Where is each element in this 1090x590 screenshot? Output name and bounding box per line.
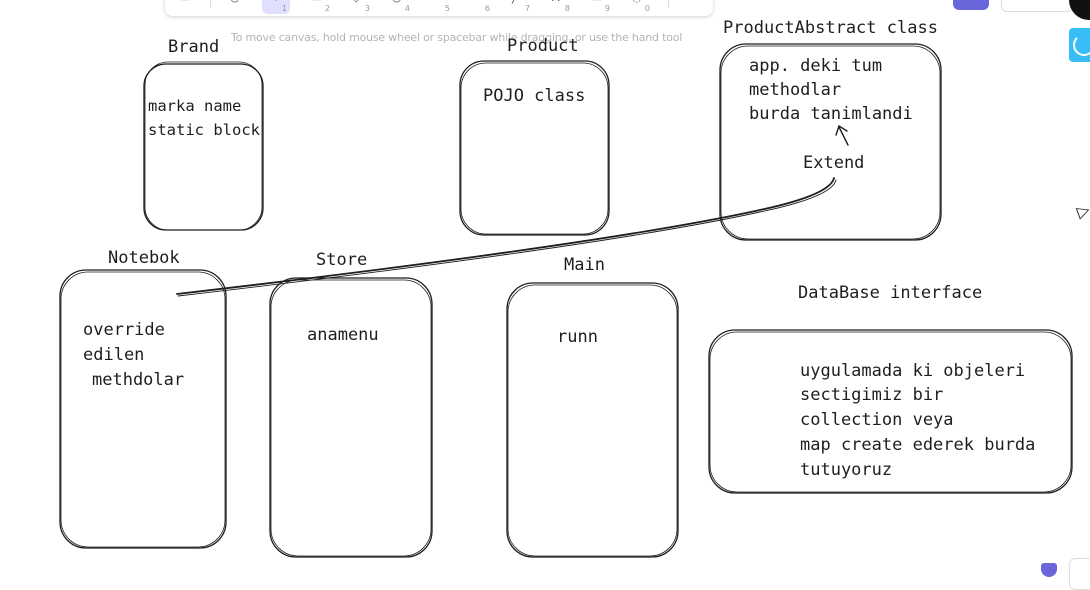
draw-tool-icon[interactable]: ╱7 — [512, 0, 530, 13]
product-abstract-title: ProductAbstract class — [723, 18, 938, 38]
selection-tool-icon[interactable]: ↖1 — [262, 0, 290, 14]
toolbar: ▭ ○ ↖1 ▭2 ◇3 ○4 5 6 ╱7 A8 ▭9 ◌0 ∞ — [165, 0, 713, 16]
image-tool-icon[interactable]: ▭9 — [592, 0, 610, 13]
brand-box-sketch — [144, 61, 263, 231]
product-abstract-box-sketch — [720, 45, 941, 240]
database-body-line: sectigimiz bir — [800, 385, 943, 405]
main-body-line: runn — [557, 327, 598, 347]
main-box[interactable] — [506, 282, 679, 558]
notebook-body-line: edilen — [83, 345, 144, 365]
toolbar-divider — [210, 0, 211, 8]
database-body-line: uygulamada ki objeleri — [800, 361, 1025, 381]
database-box[interactable] — [708, 329, 1073, 494]
store-box[interactable] — [269, 277, 433, 558]
brand-box[interactable] — [143, 63, 264, 231]
brand-title: Brand — [168, 37, 219, 57]
store-title: Store — [316, 250, 367, 270]
diamond-tool-icon[interactable]: ◇3 — [352, 0, 370, 13]
side-panel-icon[interactable] — [1069, 28, 1090, 62]
brand-body-line: marka name — [148, 97, 241, 115]
main-title: Main — [564, 255, 605, 275]
canvas-hint: To move canvas, hold mouse wheel or spac… — [231, 31, 683, 44]
lock-icon[interactable]: ▭ — [173, 0, 201, 14]
rectangle-tool-icon[interactable]: ▭2 — [312, 0, 330, 13]
extend-connector-line[interactable] — [176, 177, 835, 295]
product-box[interactable] — [459, 60, 610, 236]
product-box-sketch — [460, 62, 609, 235]
arrow-tool-icon[interactable]: 5 — [444, 4, 450, 13]
toolbar-divider — [668, 0, 669, 8]
shield-icon[interactable] — [1041, 563, 1057, 577]
share-button[interactable] — [953, 0, 989, 10]
product-body-line: POJO class — [483, 86, 585, 106]
database-box-sketch — [709, 331, 1072, 493]
store-body-line: anamenu — [307, 325, 379, 345]
database-body-line: map create ederek burda — [800, 435, 1035, 455]
notebook-box-sketch — [60, 271, 226, 548]
eraser-tool-icon[interactable]: ◌0 — [632, 0, 650, 13]
store-box-sketch — [270, 279, 432, 557]
main-box-sketch — [507, 284, 678, 557]
product-abstract-body-line: burda tanimlandi — [749, 104, 913, 124]
extend-arrow-head — [835, 124, 848, 136]
database-body-line: tutuyoruz — [800, 460, 892, 480]
database-title: DataBase interface — [798, 283, 982, 303]
product-abstract-body-line: app. deki tum — [749, 56, 882, 76]
more-tools-icon[interactable]: ∞ — [677, 0, 705, 14]
product-title: Product — [507, 36, 579, 56]
notebook-title: Notebok — [108, 248, 180, 268]
ellipse-tool-icon[interactable]: ○4 — [392, 0, 410, 13]
diagram-canvas[interactable]: Brand marka name static block Product PO… — [0, 0, 1090, 575]
notebook-body-line: methdolar — [92, 370, 184, 390]
hand-icon[interactable]: ○ — [223, 0, 251, 14]
notebook-box[interactable] — [59, 269, 227, 549]
extend-arrow-shaft — [838, 126, 849, 146]
extend-connector-line-sketch — [177, 179, 837, 297]
product-abstract-box[interactable] — [719, 43, 942, 241]
notebook-body-line: override — [83, 320, 165, 340]
extend-label: Extend — [803, 153, 864, 173]
product-abstract-body-line: methodlar — [749, 80, 841, 100]
line-tool-icon[interactable]: 6 — [484, 4, 490, 13]
text-tool-icon[interactable]: A8 — [552, 0, 570, 13]
database-body-line: collection veya — [800, 410, 954, 430]
brand-body-line: static block — [148, 121, 261, 139]
